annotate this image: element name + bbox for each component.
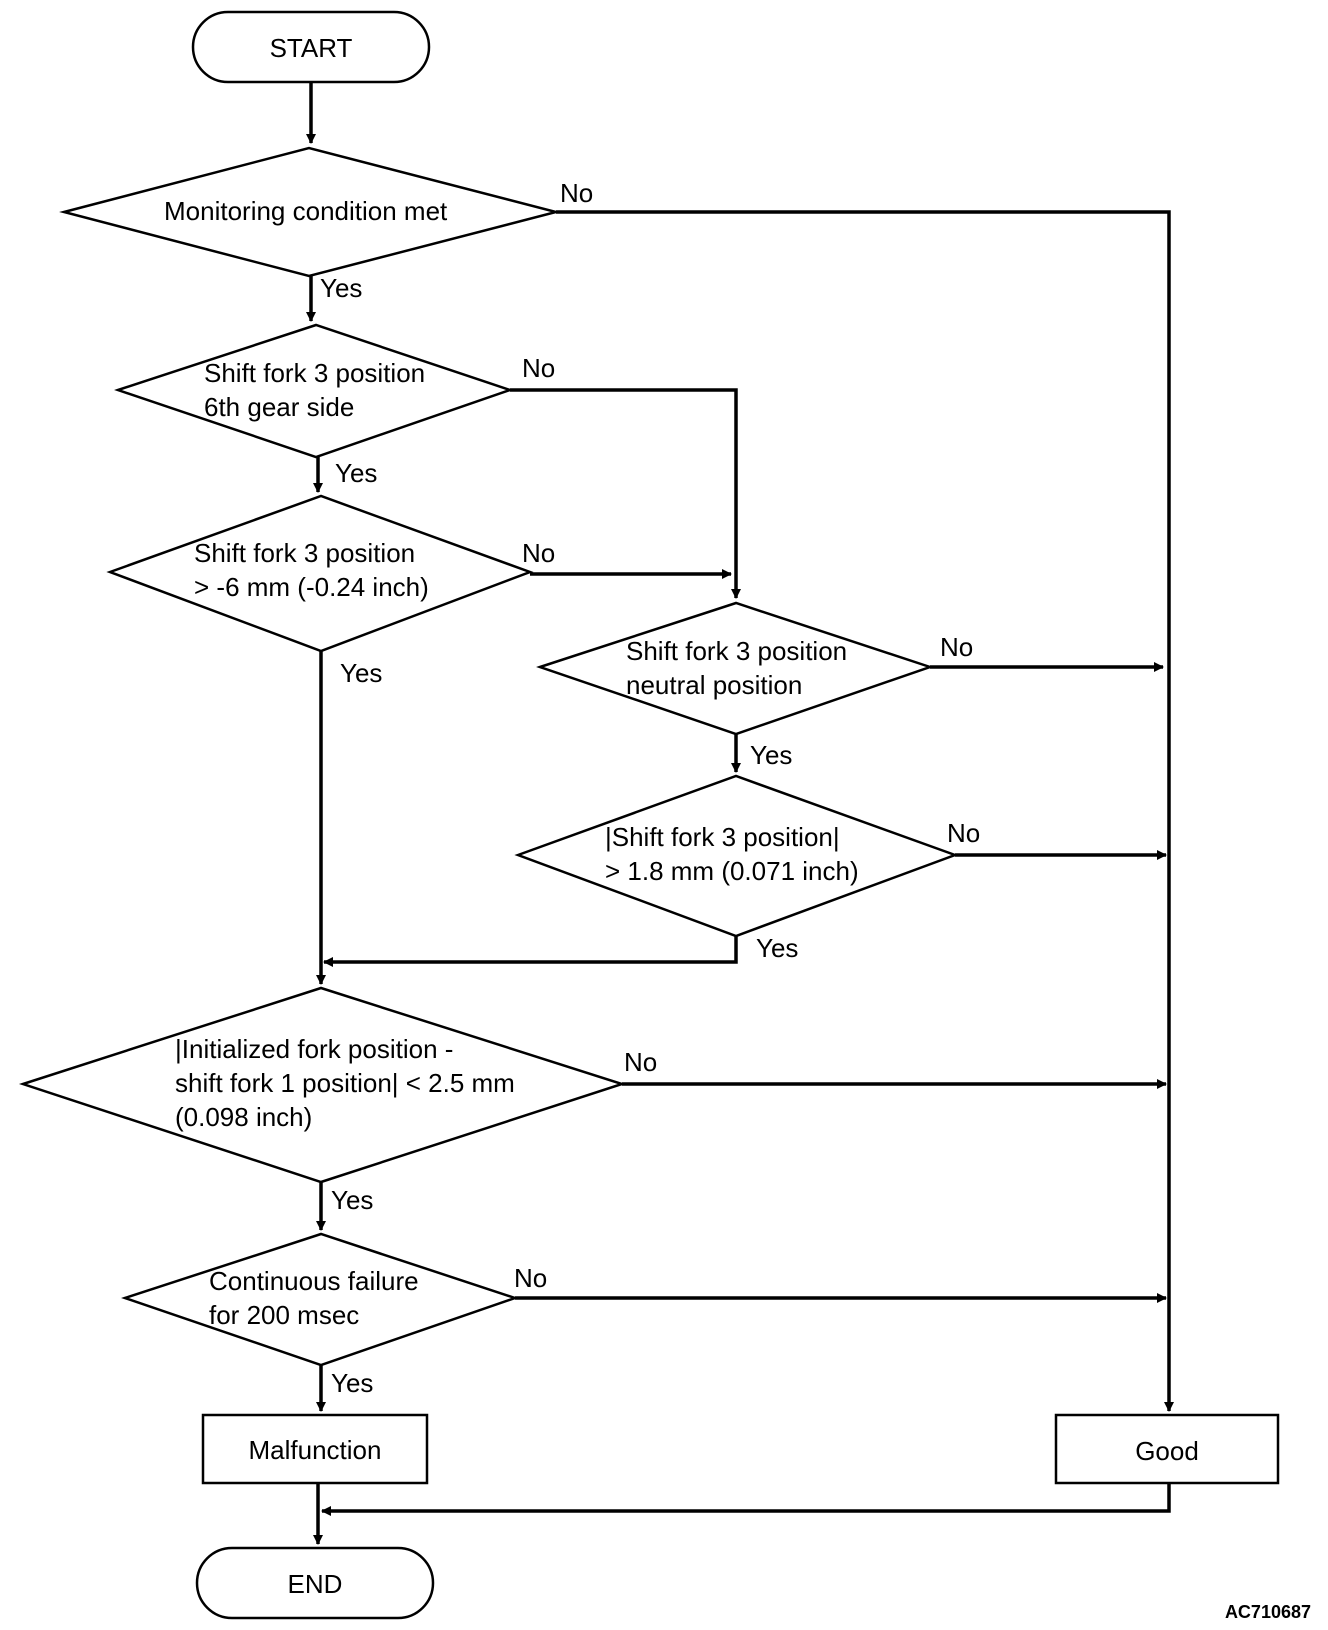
connector-d2-no [510, 388, 741, 599]
label-d5-no: No [947, 818, 980, 848]
decision-1-8mm-text: |Shift fork 3 position| > 1.8 mm (0.071 … [605, 822, 859, 886]
malfunction-label: Malfunction [249, 1435, 382, 1465]
connector-d5-yes [323, 936, 738, 967]
malfunction-box [201, 1413, 429, 1485]
start-label: START [270, 33, 353, 63]
label-d7-no: No [514, 1263, 547, 1293]
label-d2-no: No [522, 353, 555, 383]
label-d4-yes: Yes [750, 740, 792, 770]
label-d1-yes: Yes [320, 273, 362, 303]
label-d6-yes: Yes [331, 1185, 373, 1215]
end-terminal [195, 1546, 435, 1620]
decision-6th-gear-side-text: Shift fork 3 position 6th gear side [204, 358, 432, 422]
decision-continuous-failure-text: Continuous failure for 200 msec [209, 1266, 426, 1330]
label-d7-yes: Yes [331, 1368, 373, 1398]
connector-good-to-end [321, 1483, 1171, 1516]
decision-initialized-fork-text: |Initialized fork position - shift fork … [175, 1034, 522, 1132]
good-label: Good [1135, 1436, 1199, 1466]
label-d2-yes: Yes [335, 458, 377, 488]
label-d3-yes: Yes [340, 658, 382, 688]
good-box [1054, 1413, 1280, 1485]
label-d4-no: No [940, 632, 973, 662]
end-label: END [288, 1569, 343, 1599]
figure-code: AC710687 [1225, 1602, 1311, 1622]
connector-d1-no-to-good [556, 210, 1174, 1412]
label-d6-no: No [624, 1047, 657, 1077]
label-d5-yes: Yes [756, 933, 798, 963]
decision-monitoring-condition-text: Monitoring condition met [164, 196, 448, 226]
decision-neutral-position-text: Shift fork 3 position neutral position [626, 636, 854, 700]
decision-6th-gear-side [114, 323, 514, 459]
label-d1-no: No [560, 178, 593, 208]
decision-neutral-position [536, 601, 934, 736]
decision-minus-6mm [106, 494, 534, 653]
label-d3-no: No [522, 538, 555, 568]
decision-minus-6mm-text: Shift fork 3 position > -6 mm (-0.24 inc… [194, 538, 429, 602]
